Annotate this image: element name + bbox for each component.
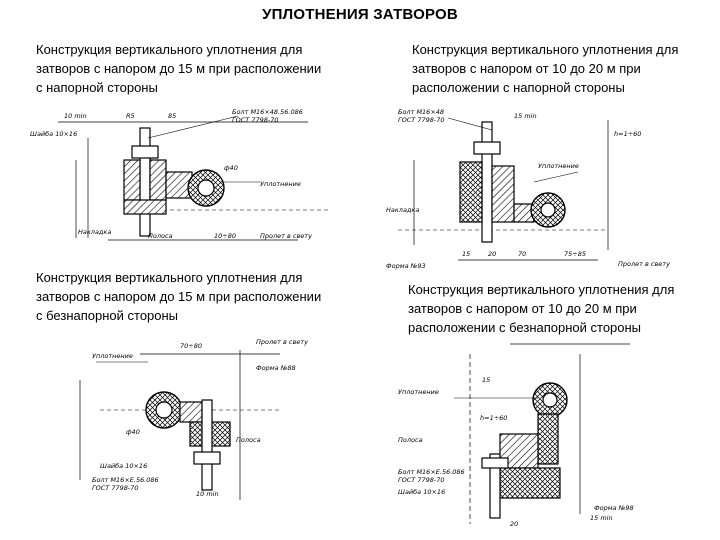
clamp-plate — [149, 159, 167, 201]
leader-line — [447, 117, 493, 131]
seal-body — [513, 203, 535, 223]
clamp-plate — [123, 159, 141, 201]
leader-line — [147, 115, 239, 139]
bulb-seal-hole — [155, 401, 173, 419]
drawing-label: Форма №88 — [256, 364, 296, 372]
drawing-label: 85 — [168, 112, 176, 120]
bolt-nut — [481, 457, 509, 469]
caption-line: Конструкция вертикального уплотнения для — [412, 42, 679, 57]
seal-pad — [459, 161, 483, 223]
drawing-label: 15 min — [590, 514, 613, 522]
seal-drawing-svg: Уплотнение 70÷80 Пролет в свету Форма №8… — [79, 338, 308, 500]
drawing-label: Шайба 10×16 — [100, 462, 147, 470]
drawing-label: ф40 — [224, 164, 238, 172]
bottom-plate — [123, 199, 167, 215]
caption-line: затворов с напором от 10 до 20 м при — [412, 61, 641, 76]
bulb-seal-hole — [197, 179, 215, 197]
drawing-label: ГОСТ 7798-70 — [398, 116, 444, 124]
bulb-seal-hole — [542, 392, 558, 408]
bolt-shank — [201, 399, 213, 491]
drawing-label: Полоса — [236, 436, 261, 444]
drawing-label: Форма №98 — [594, 504, 634, 512]
drawing-bottom-right: Уплотнение Полоса Болт М16×Е.56.086 ГОСТ… — [390, 334, 710, 534]
drawing-label: ГОСТ 7798-70 — [92, 484, 138, 492]
leader-line — [533, 171, 579, 183]
drawing-label: 10 min — [196, 490, 219, 498]
bolt-shank — [489, 453, 501, 519]
drawing-label: 70 — [518, 250, 526, 258]
drawing-label: Уплотнение — [398, 388, 439, 396]
drawing-bottom-left: Уплотнение 70÷80 Пролет в свету Форма №8… — [40, 330, 340, 506]
seal-body — [537, 413, 559, 465]
drawing-label: Уплотнение — [92, 352, 133, 360]
caption-line: затворов с напором до 15 м при расположе… — [36, 289, 322, 304]
drawing-label: h=1÷60 — [614, 130, 641, 138]
drawing-label: Пролет в свету — [256, 338, 308, 346]
drawing-label: Пролет в свету — [618, 260, 670, 268]
drawing-label: R5 — [126, 112, 135, 120]
caption-line: Конструкция вертикального уплотнения для — [36, 42, 303, 57]
caption-line: Конструкция вертикального уплотнения для — [408, 282, 675, 297]
drawing-label: Уплотнение — [260, 180, 301, 188]
drawing-top-right: Болт М16×48 ГОСТ 7798-70 15 min Уплотнен… — [378, 100, 708, 275]
drawing-label: ф40 — [126, 428, 140, 436]
bolt-nut — [473, 141, 501, 155]
drawing-label: Шайба 10×16 — [30, 130, 77, 138]
caption-line: затворов с напором от 10 до 20 м при — [408, 301, 637, 316]
clamp-plate — [491, 165, 515, 223]
drawing-label: 15 — [482, 376, 490, 384]
drawing-label: Болт М16×Е.56.086 — [92, 476, 159, 484]
drawing-label: ГОСТ 7798-70 — [232, 116, 278, 124]
drawing-label: 10 min — [64, 112, 87, 120]
caption-bottom-left: Конструкция вертикального уплотнения для… — [36, 268, 321, 325]
drawing-label: 70÷80 — [180, 342, 202, 350]
drawing-label: Накладка — [386, 206, 419, 214]
drawing-label: Форма №93 — [386, 262, 426, 270]
bolt-shank — [139, 127, 151, 237]
caption-line: с безнапорной стороны — [36, 308, 179, 323]
drawing-label: Шайба 10×16 — [398, 488, 445, 496]
drawing-label: Полоса — [148, 232, 173, 240]
drawing-label: Уплотнение — [538, 162, 579, 170]
bolt-nut — [131, 145, 159, 159]
drawing-label: ГОСТ 7798-70 — [398, 476, 444, 484]
drawing-label: h=1÷60 — [480, 414, 507, 422]
caption-top-right: Конструкция вертикального уплотнения для… — [412, 40, 678, 97]
bolt-shank — [481, 121, 493, 243]
seal-drawing-svg: Болт М16×48.56.086 ГОСТ 7798-70 10 min Ш… — [30, 108, 328, 241]
caption-line: Конструкция вертикального уплотнения для — [36, 270, 303, 285]
seal-drawing-svg: Уплотнение Полоса Болт М16×Е.56.086 ГОСТ… — [398, 343, 634, 528]
caption-line: расположении с напорной стороны — [412, 80, 625, 95]
drawing-label: Пролет в свету — [260, 232, 312, 240]
drawing-top-left: Болт М16×48.56.086 ГОСТ 7798-70 10 min Ш… — [28, 100, 338, 260]
drawing-label: 20 — [510, 520, 518, 528]
drawing-label: Накладка — [78, 228, 111, 236]
caption-top-left: Конструкция вертикального уплотнения для… — [36, 40, 321, 97]
drawing-label: 20 — [488, 250, 496, 258]
drawing-label: 10÷80 — [214, 232, 236, 240]
drawing-label: Болт М16×Е.56.086 — [398, 468, 465, 476]
seal-body — [179, 401, 203, 423]
caption-line: расположении с безнапорной стороны — [408, 320, 642, 335]
drawing-label: 15 — [462, 250, 470, 258]
caption-line: затворов с напором до 15 м при расположе… — [36, 61, 322, 76]
drawing-label: 15 min — [514, 112, 537, 120]
bulb-seal-hole — [540, 202, 556, 218]
caption-bottom-right: Конструкция вертикального уплотнения для… — [408, 280, 674, 337]
drawing-label: Полоса — [398, 436, 423, 444]
page-title: УПЛОТНЕНИЯ ЗАТВОРОВ — [262, 6, 458, 23]
drawing-label: 75÷85 — [564, 250, 586, 258]
drawing-label: Болт М16×48.56.086 — [232, 108, 303, 116]
seal-drawing-svg: Болт М16×48 ГОСТ 7798-70 15 min Уплотнен… — [386, 108, 670, 270]
caption-line: с напорной стороны — [36, 80, 158, 95]
drawing-label: Болт М16×48 — [398, 108, 444, 116]
bolt-nut — [193, 451, 221, 465]
seal-pad — [499, 467, 561, 499]
